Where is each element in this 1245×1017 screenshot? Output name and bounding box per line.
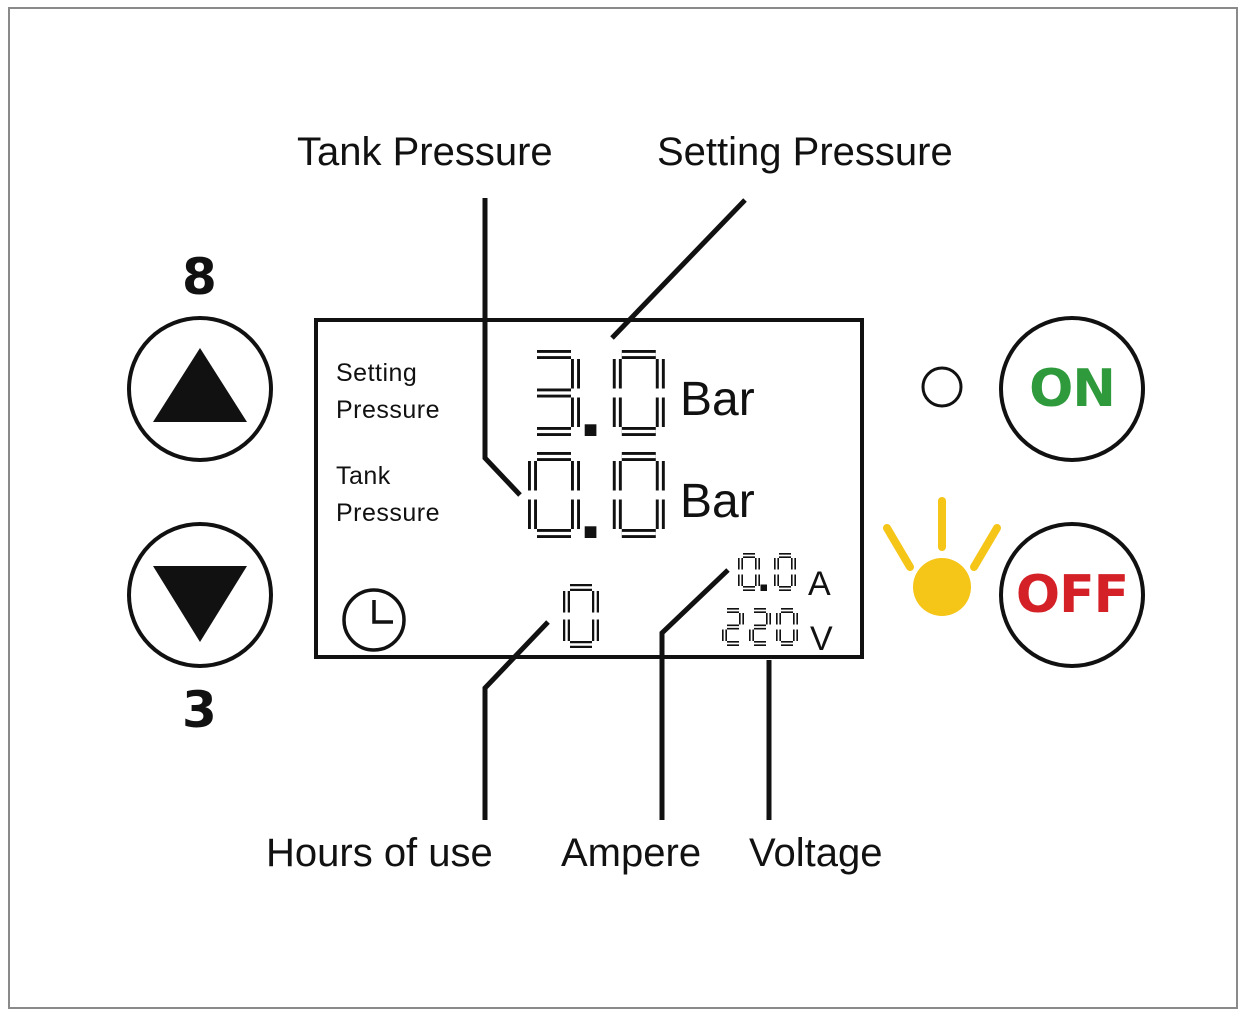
off-button[interactable]: OFF bbox=[999, 522, 1145, 668]
ampere-value bbox=[738, 553, 796, 591]
triangle-up-icon bbox=[153, 348, 247, 422]
hours-of-use-value bbox=[563, 584, 599, 648]
tank-pressure-unit: Bar bbox=[680, 475, 755, 528]
led-lit-icon bbox=[883, 497, 1001, 616]
ampere-callout: Ampere bbox=[561, 831, 702, 875]
lcd-decimal-point bbox=[584, 424, 597, 436]
ampere-unit: A bbox=[808, 565, 831, 603]
led-indicator-icon bbox=[921, 366, 963, 408]
tank-label-line-1: Tank bbox=[336, 462, 391, 490]
lcd-display: Setting Pressure Tank Pressure Bar Bar A… bbox=[314, 318, 864, 659]
lcd-decimal-point bbox=[760, 584, 767, 591]
down-button-label: 3 bbox=[182, 681, 217, 739]
tank-label-line-2: Pressure bbox=[336, 499, 441, 527]
up-button[interactable] bbox=[127, 316, 273, 462]
lcd-decimal-point bbox=[584, 526, 597, 538]
tank-pressure-callout: Tank Pressure bbox=[297, 130, 553, 174]
hours-of-use-callout: Hours of use bbox=[266, 831, 493, 875]
setting-label-line-2: Pressure bbox=[336, 396, 441, 424]
triangle-down-icon bbox=[153, 566, 247, 642]
voltage-callout: Voltage bbox=[749, 831, 883, 875]
off-button-label: OFF bbox=[1015, 565, 1129, 625]
on-button-label: ON bbox=[1029, 359, 1116, 419]
tank-pressure-lcd-label: Tank Pressure bbox=[336, 458, 440, 532]
up-button-label: 8 bbox=[182, 248, 217, 306]
voltage-unit: V bbox=[810, 620, 833, 658]
setting-pressure-callout: Setting Pressure bbox=[657, 130, 953, 174]
voltage-value bbox=[722, 608, 798, 646]
setting-pressure-value bbox=[537, 350, 665, 436]
down-button[interactable] bbox=[127, 522, 273, 668]
setting-label-line-1: Setting bbox=[336, 359, 418, 387]
tank-pressure-value bbox=[528, 452, 665, 538]
on-button[interactable]: ON bbox=[999, 316, 1145, 462]
panel-frame bbox=[8, 7, 1238, 1009]
setting-pressure-lcd-label: Setting Pressure bbox=[336, 355, 440, 429]
setting-pressure-unit: Bar bbox=[680, 373, 755, 426]
clock-icon bbox=[342, 588, 406, 652]
